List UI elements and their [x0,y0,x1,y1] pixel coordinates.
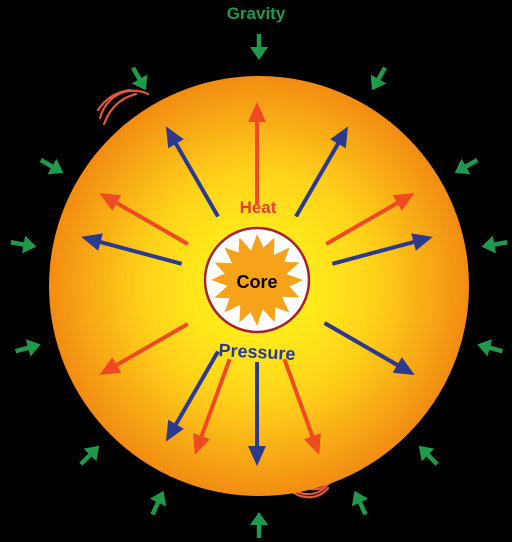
gravity-arrow-5-shaft [488,345,503,354]
heat-arrow-6-head [99,357,122,375]
gravity-arrow-2-head [370,74,387,91]
heat-arrows [99,102,415,456]
gravity-arrow-7-head [351,490,369,507]
pressure-arrow-6-shaft [173,141,220,218]
gravity-arrow-14-shaft [131,66,142,82]
heat-arrow-6-shaft [114,322,189,368]
gravity-arrow-13 [39,158,64,175]
pressure-arrow-6-head [166,126,184,149]
pressure-arrow-5 [166,350,220,442]
pressure-arrow-1-head [330,126,348,149]
gravity-arrow-13-shaft [39,158,55,169]
gravity-arrow-1 [250,34,268,60]
core-label: Core [236,272,277,292]
gravity-arrow-2-shaft [376,66,387,82]
gravity-arrow-5-head [477,339,493,357]
gravity-arrow-14-head [131,74,148,91]
heat-arrow-6 [99,322,189,375]
gravity-arrow-5 [477,339,503,357]
pressure-arrow-7-head [81,233,103,251]
gravity-arrow-4-head [481,235,496,254]
heat-arrow-2-shaft [325,200,400,246]
pressure-arrow-3-head [392,357,415,375]
gravity-label: Gravity [227,4,286,23]
heat-arrow-4-shaft [282,358,315,438]
gravity-arrow-10 [79,445,100,466]
gravity-arrow-9 [149,490,167,516]
heat-arrow-7-shaft [114,200,189,246]
pressure-arrow-5-shaft [173,350,220,427]
heat-arrow-2 [325,193,415,246]
heat-arrow-7-head [99,193,122,211]
heat-label: Heat [240,198,277,217]
pressure-arrow-4-head [248,446,266,466]
heat-arrow-4-head [303,433,321,456]
pressure-label: Pressure [218,340,296,364]
gravity-arrow-10-head [83,445,100,462]
gravity-arrow-7-shaft [357,500,368,516]
pressure-arrow-1-shaft [294,141,341,218]
core-sun-icon [211,234,303,326]
pressure-arrow-4 [248,362,266,466]
pressure-arrows [81,126,433,466]
gravity-arrows [10,34,508,538]
pressure-arrow-6 [166,126,220,218]
gravity-arrow-6 [418,445,439,466]
gravity-arrow-3-head [454,158,471,175]
heat-arrow-5 [193,358,232,456]
gravity-arrow-11-head [25,339,41,357]
pressure-arrow-2 [331,233,433,266]
gravity-arrow-6-head [418,445,435,462]
gravity-arrow-12-head [22,235,37,254]
gravity-arrow-4-shaft [492,240,508,247]
heat-arrow-7 [99,193,189,246]
gravity-arrow-3-shaft [463,158,479,169]
pressure-arrow-7 [81,233,183,266]
gravity-arrow-3 [454,158,479,175]
gravity-arrow-13-head [47,158,64,175]
heat-arrow-2-head [392,193,415,211]
heat-arrow-5-head [193,433,211,456]
pressure-arrow-2-shaft [331,239,415,266]
pressure-arrow-1 [294,126,348,218]
heat-arrow-1 [248,102,266,204]
heat-arrow-1-head [248,102,266,122]
pressure-arrow-3 [323,321,415,375]
gravity-arrow-8-head [250,512,268,525]
pressure-arrow-2-head [411,233,433,251]
gravity-arrow-14 [131,66,148,91]
gravity-arrow-2 [370,66,387,91]
heat-arrow-5-shaft [199,358,232,438]
heat-arrow-4 [282,358,321,456]
gravity-arrow-12 [10,235,37,254]
gravity-arrow-8 [250,512,268,538]
gravity-arrow-1-head [250,47,268,60]
gravity-arrow-7 [351,490,369,516]
gravity-arrow-11-shaft [15,345,30,354]
pressure-arrow-3-shaft [323,321,400,368]
gravity-arrow-4 [481,235,508,254]
gravity-arrow-6-shaft [425,452,439,466]
gravity-arrow-10-shaft [79,452,93,466]
gravity-arrow-9-head [149,490,167,507]
gravity-arrow-12-shaft [10,240,26,247]
pressure-arrow-5-head [166,419,184,442]
solar-flare-top [96,88,150,126]
gravity-arrow-9-shaft [150,500,161,516]
gravity-arrow-11 [15,339,41,357]
pressure-arrow-7-shaft [99,239,183,266]
